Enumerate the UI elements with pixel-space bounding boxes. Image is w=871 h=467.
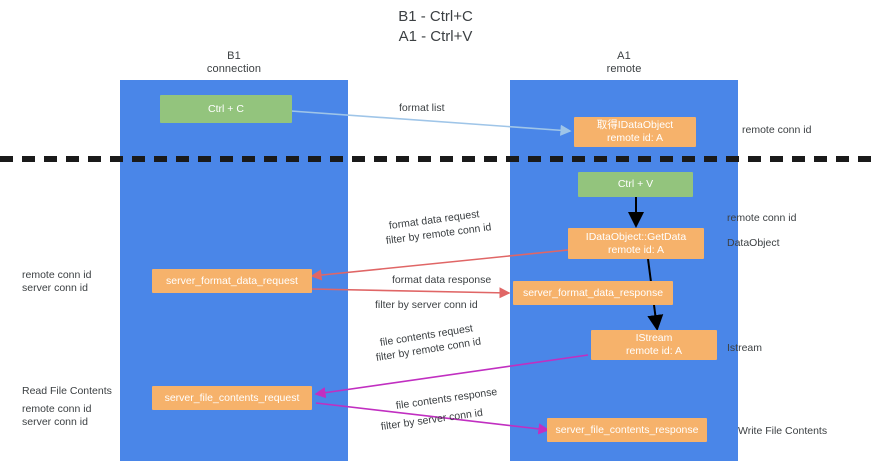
annotation-left-remote-conn-id-mid: remote conn id xyxy=(22,269,92,281)
filter-prefix-2: filter by xyxy=(375,299,412,311)
diagram-title: B1 - Ctrl+C A1 - Ctrl+V xyxy=(0,7,871,47)
edge-format-list xyxy=(276,109,572,136)
node-idataobject-top-label: 取得IDataObject xyxy=(596,119,674,131)
edge-file-contents-request xyxy=(314,354,589,399)
annotation-right-istream: Istream xyxy=(727,342,763,354)
node-server-format-data-response[interactable]: server_format_data_response xyxy=(513,281,673,305)
node-server-format-data-response-label: server_format_data_response xyxy=(522,286,664,299)
node-idataobject-top-remote-id: remote id: A xyxy=(606,132,664,144)
lane-header-a1-name: A1 xyxy=(617,50,631,62)
node-getdata-label: IDataObject::GetData xyxy=(585,230,687,243)
annotation-left-server-conn-id-mid: server conn id xyxy=(22,282,88,294)
node-idataobject-top[interactable]: 取得IDataObject remote id: A xyxy=(574,117,696,147)
lane-header-a1: A1 remote xyxy=(510,50,738,76)
lane-header-b1: B1 connection xyxy=(120,50,348,76)
annotation-left-remote-conn-id-bottom: remote conn id xyxy=(22,403,92,415)
node-ctrl-v[interactable]: Ctrl + V xyxy=(578,172,693,197)
edge-label-format-data-response-filter: filter by server conn id xyxy=(375,298,478,312)
node-istream-label: IStream xyxy=(635,332,673,344)
node-server-format-data-request[interactable]: server_format_data_request xyxy=(152,269,312,293)
edge-format-data-response xyxy=(311,287,511,299)
annotation-left-server-conn-id-bottom: server conn id xyxy=(22,416,88,428)
phase-separator xyxy=(0,156,871,162)
node-server-file-contents-response-label: server_file_contents_response xyxy=(555,423,699,436)
annotation-right-remote-conn-id-mid: remote conn id xyxy=(727,212,797,224)
node-ctrl-c-label: Ctrl + C xyxy=(208,102,244,115)
lane-header-b1-name: B1 xyxy=(227,50,241,62)
node-idataobject-getdata[interactable]: IDataObject::GetData remote id: A xyxy=(568,228,704,259)
lane-header-b1-role: connection xyxy=(206,63,262,75)
node-istream-remote-id: remote id: A xyxy=(625,345,683,357)
lane-header-a1-role: remote xyxy=(606,63,642,75)
annotation-left-read-file-contents: Read File Contents xyxy=(22,385,112,397)
node-getdata-remote-id: remote id: A xyxy=(607,243,665,256)
filter-key-server-conn-id-1: server conn id xyxy=(411,299,478,311)
edge-label-format-data-response: format data response xyxy=(392,274,492,286)
node-server-file-contents-request[interactable]: server_file_contents_request xyxy=(152,386,312,410)
node-server-file-contents-request-label: server_file_contents_request xyxy=(164,391,300,404)
node-server-format-data-request-label: server_format_data_request xyxy=(166,274,298,287)
node-server-file-contents-response[interactable]: server_file_contents_response xyxy=(547,418,707,442)
annotation-right-dataobject: DataObject xyxy=(727,237,780,249)
edge-label-format-list: format list xyxy=(399,102,445,114)
node-ctrl-v-label: Ctrl + V xyxy=(617,178,654,190)
node-ctrl-c[interactable]: Ctrl + C xyxy=(160,95,292,123)
annotation-right-write-file-contents: Write File Contents xyxy=(738,425,828,437)
diagram-title-line-2: A1 - Ctrl+V xyxy=(398,28,473,45)
node-istream[interactable]: IStream remote id: A xyxy=(591,330,717,360)
edge-format-data-request xyxy=(310,249,569,281)
diagram-title-line-1: B1 - Ctrl+C xyxy=(398,8,473,25)
edge-file-contents-response xyxy=(315,402,550,435)
annotation-right-remote-conn-id-top: remote conn id xyxy=(742,124,812,136)
